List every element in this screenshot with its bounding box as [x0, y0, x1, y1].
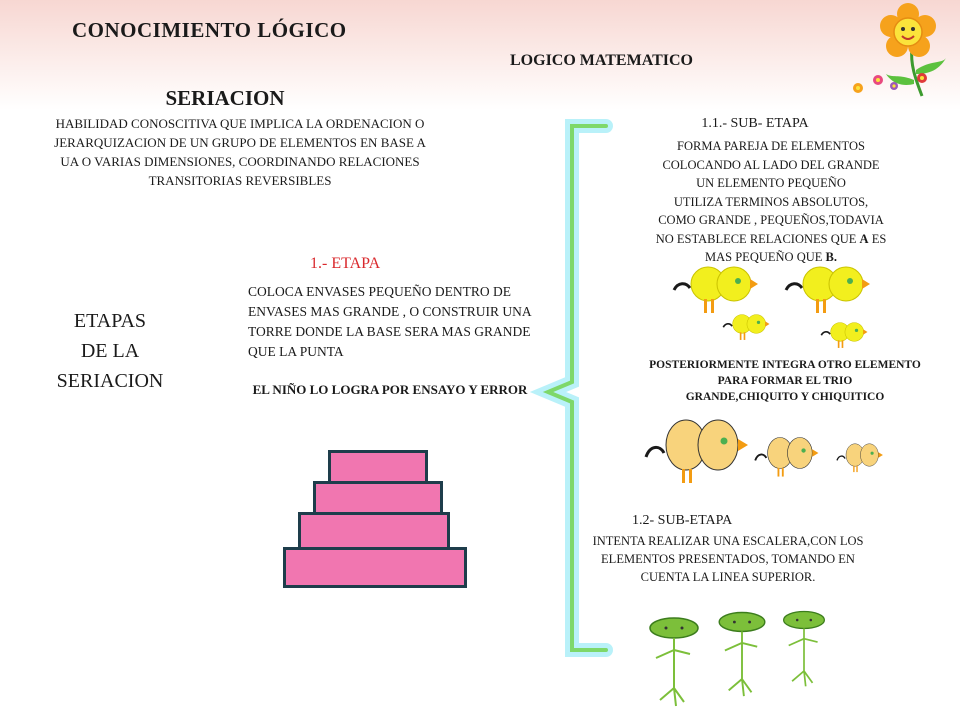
seriacion-heading: SERIACION — [165, 86, 285, 110]
post-line-2: PARA FORMAR EL TRIO — [717, 375, 853, 387]
sub1-letter-b: B. — [825, 250, 837, 264]
seriacion-description: HABILIDAD CONOSCITIVA QUE IMPLICA LA ORD… — [54, 116, 426, 188]
bracket-icon — [529, 119, 613, 657]
etapas-title: ETAPAS DE LA SERIACION — [40, 306, 180, 396]
sub2-description: INTENTA REALIZAR UNA ESCALERA,CON LOS EL… — [592, 534, 864, 584]
sub1-line-6c: ES — [868, 231, 887, 246]
sub1-line-5: COMO GRANDE , PEQUEÑOS,TODAVIA — [658, 213, 884, 227]
bird-icon — [722, 313, 771, 341]
post-line-1: POSTERIORMENTE INTEGRA OTRO ELEMENTO — [649, 359, 921, 371]
tower-block-4 — [283, 547, 467, 588]
etapas-line-2: DE LA — [80, 340, 140, 362]
sub1-line-4: UTILIZA TERMINOS ABSOLUTOS, — [673, 194, 869, 209]
etapas-line-3: SERIACION — [56, 370, 164, 392]
plants-illustration — [649, 610, 826, 707]
etapa1-heading: 1.- ETAPA — [310, 255, 381, 272]
plant-icon — [782, 610, 826, 688]
sub1-line-1: FORMA PAREJA DE ELEMENTOS — [677, 139, 865, 153]
sub1-line-2: COLOCANDO AL LADO DEL GRANDE — [662, 157, 880, 172]
sub1-heading: 1.1.- SUB- ETAPA — [701, 116, 809, 131]
plant-icon — [718, 611, 766, 698]
post-line-3: GRANDE,CHIQUITO Y CHIQUITICO — [685, 391, 885, 403]
bird-trio-illustration — [644, 418, 884, 485]
sub1-letter-a: A — [859, 231, 869, 246]
sub1-line-6a: NO ESTABLECE RELACIONES QUE — [655, 231, 860, 246]
sub2-heading: 1.2- SUB-ETAPA — [632, 513, 733, 528]
bird-icon — [836, 443, 884, 473]
etapa1-description: COLOCA ENVASES PEQUEÑO DENTRO DE ENVASES… — [248, 284, 531, 359]
bird-pairs-illustration — [672, 265, 872, 349]
plant-icon — [649, 617, 699, 707]
tower-block-3 — [298, 512, 450, 552]
sub1-line-7a: MAS PEQUEÑO QUE — [705, 250, 826, 264]
sub1-line-3: UN ELEMENTO PEQUEÑO — [696, 176, 846, 190]
bird-icon — [644, 418, 750, 485]
etapa1-note: EL NIÑO LO LOGRA POR ENSAYO Y ERROR — [252, 382, 528, 397]
page-title: CONOCIMIENTO LÓGICO — [72, 18, 347, 42]
bird-icon — [754, 436, 820, 478]
sub1-description: FORMA PAREJA DE ELEMENTOS COLOCANDO AL L… — [622, 137, 920, 267]
page-subtitle: LOGICO MATEMATICO — [510, 52, 693, 69]
bird-icon — [672, 265, 760, 315]
header-band — [0, 0, 960, 110]
etapas-line-1: ETAPAS — [73, 310, 147, 332]
sub1-line-7: MAS PEQUEÑO QUE B. — [622, 248, 920, 267]
bird-icon — [820, 321, 869, 349]
posteriormente-text: POSTERIORMENTE INTEGRA OTRO ELEMENTO PAR… — [620, 357, 950, 405]
flower-icon — [853, 3, 946, 97]
bird-icon — [784, 265, 872, 315]
sub1-line-6: NO ESTABLECE RELACIONES QUE A ES — [622, 230, 920, 249]
